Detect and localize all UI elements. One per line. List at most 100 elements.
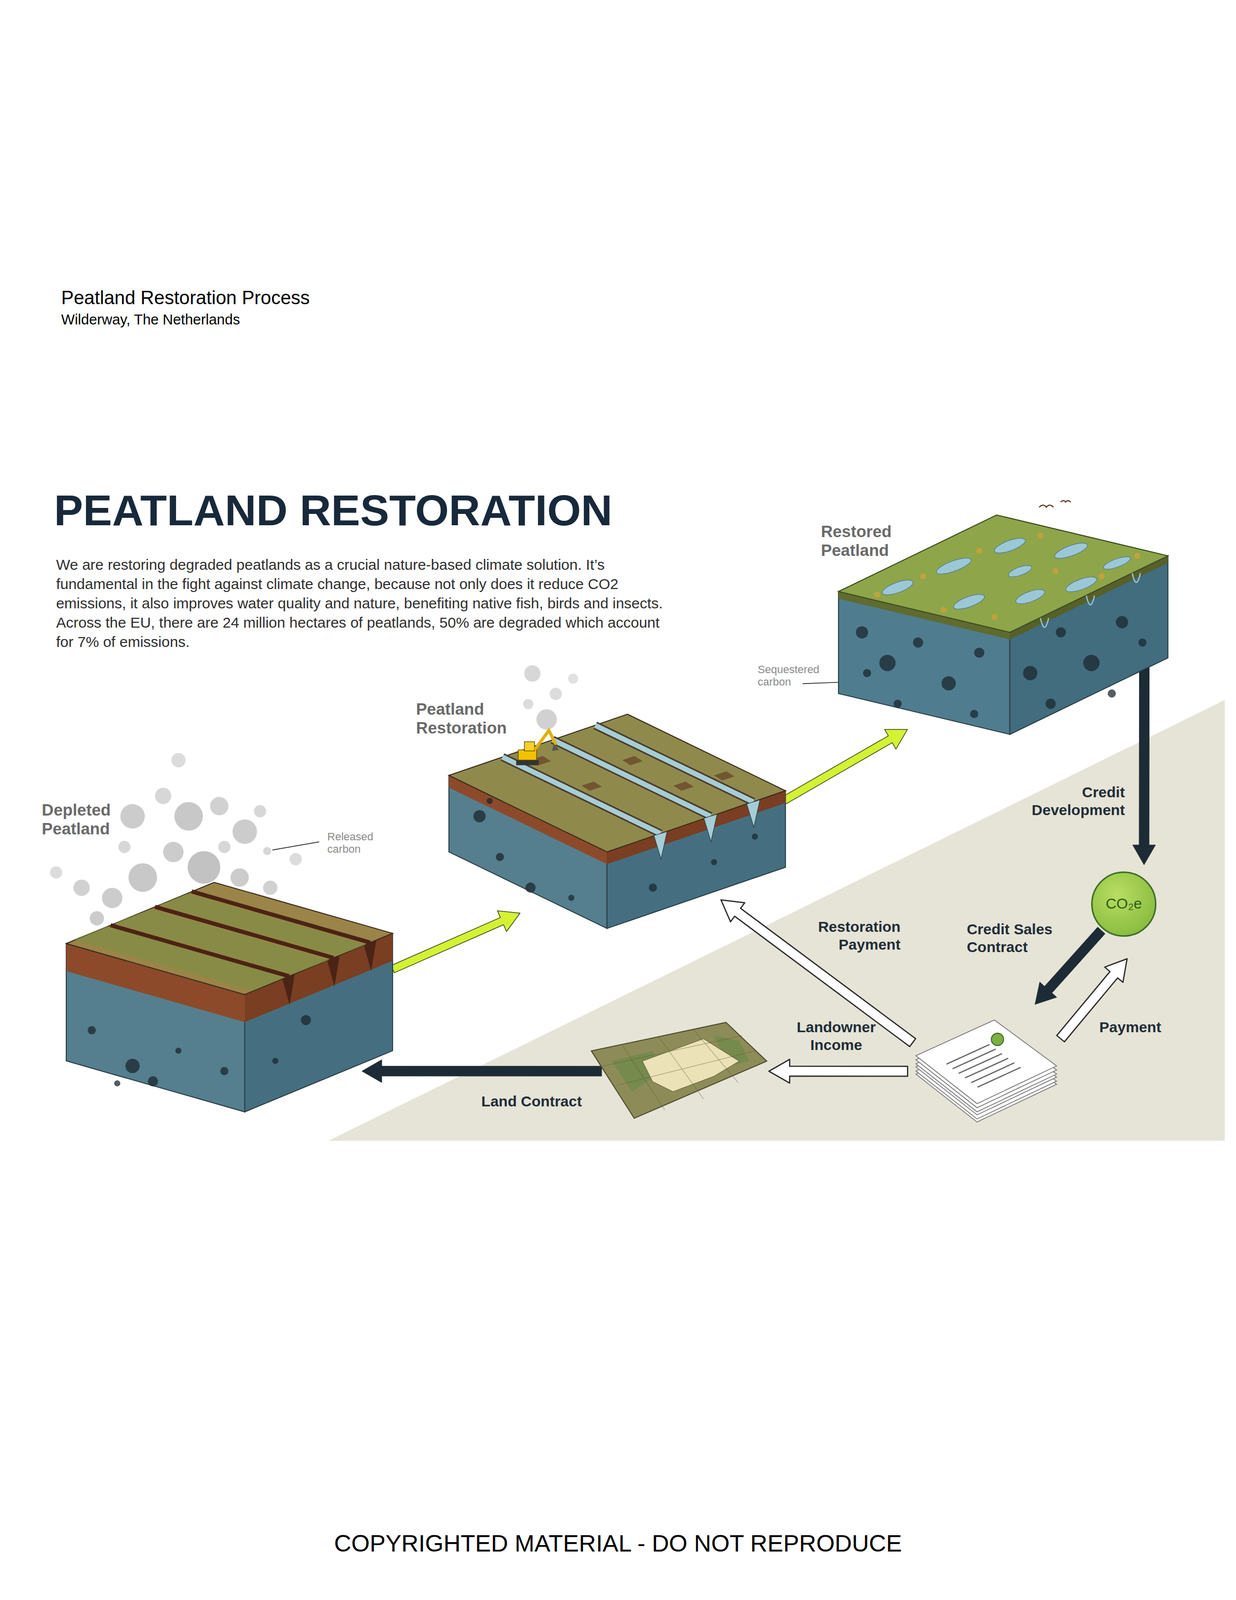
peat-block-part-part (1083, 654, 1100, 671)
peat-block-part-part (621, 755, 643, 765)
peat-block-part-part (486, 797, 493, 804)
flow-arrow (768, 1059, 908, 1083)
peat-block-part-part (970, 709, 979, 719)
page-header: Peatland Restoration Process (61, 286, 310, 310)
block-heading: Peatland Restoration (416, 699, 519, 738)
released-carbon-cloud-part (218, 840, 231, 853)
released-carbon-cloud-part (230, 868, 249, 887)
peat-block-part-part (648, 882, 658, 892)
peat-block-part-part (874, 591, 881, 598)
peat-block-part-part (879, 654, 896, 671)
restoration-carbon-cloud-part (549, 687, 563, 701)
peat-block-part-part (920, 573, 927, 579)
edge-label: Restoration Payment (803, 917, 901, 954)
peat-block-part-part (1052, 539, 1089, 562)
released-carbon-cloud-part (101, 887, 123, 908)
excavator (516, 730, 560, 765)
peat-block-part-part (880, 576, 915, 598)
peat-block-part-part (87, 1025, 96, 1035)
peat-block-part-part (1014, 586, 1047, 607)
peat-block-part-part (1098, 573, 1105, 579)
released-carbon-cloud-part (120, 803, 145, 829)
contract-stack-part-part (915, 1019, 1057, 1104)
peatland-block: Depleted Peatland (66, 882, 393, 1112)
released-carbon-cloud-part (155, 787, 172, 804)
peat-block-part-part (1063, 573, 1099, 595)
restoration-carbon-cloud-part (536, 708, 557, 730)
peat-block-part-part (1037, 532, 1044, 539)
peat-block-part-part (710, 858, 717, 865)
peatland-block: Restored Peatland (838, 509, 1168, 735)
peat-block-part-part (1052, 568, 1059, 574)
edge-label: Land Contract (481, 1092, 582, 1110)
restoration-carbon-cloud (523, 664, 578, 730)
peat-block-part-part (301, 1014, 312, 1025)
land-map-part (591, 1021, 767, 1118)
edge-label: Landowner Income (790, 1017, 883, 1054)
restoration-carbon-cloud-part (568, 673, 579, 684)
peat-block-part-part (1134, 552, 1141, 559)
carbon-credit-coin: CO₂e (1091, 871, 1157, 937)
excavator-part (534, 730, 556, 750)
released-carbon-cloud-part (163, 841, 184, 862)
ground-band (328, 699, 1225, 1141)
peat-block-part-part (992, 535, 1027, 557)
released-carbon-cloud-part (210, 796, 229, 815)
peat-block-part-part (912, 637, 924, 648)
released-carbon-cloud-part (128, 862, 158, 892)
released-carbon-cloud-part (254, 804, 267, 818)
released-carbon-cloud-part (263, 846, 272, 855)
peat-block-part-part (1102, 554, 1132, 572)
excavator-part (524, 741, 535, 751)
peat-block-part-part (975, 547, 982, 554)
peat-block-part-part (495, 852, 504, 861)
peat-block-part-part (973, 647, 985, 659)
peat-block-part-part (1107, 689, 1116, 698)
callout-label: Sequestered carbon (757, 662, 826, 689)
peat-block-part-part (525, 882, 536, 893)
peat-block-part (653, 799, 760, 859)
peat-block-part-part (1022, 665, 1038, 681)
page-subheader: Wilderway, The Netherlands (61, 310, 241, 329)
bird (1060, 500, 1071, 502)
contract-stack-part (946, 1044, 1021, 1087)
excavator-part (551, 743, 559, 751)
contract-stack-part (991, 1033, 1004, 1046)
peat-block (66, 882, 393, 1112)
peat-block-part-part (751, 833, 758, 839)
edge-label: Payment (1099, 1017, 1162, 1036)
peat-block-part-part (568, 894, 574, 901)
restoration-carbon-cloud-part (523, 698, 534, 709)
land-map (589, 1019, 769, 1120)
peat-block-part (855, 616, 1147, 718)
peat-block-part-part (934, 554, 973, 577)
coin-text: CO₂e (1105, 894, 1142, 913)
peat-block-part (874, 532, 1141, 620)
excavator-part (516, 759, 539, 765)
peat-block-part-part (1045, 698, 1056, 709)
peat-block-part-part (1115, 616, 1129, 629)
peat-block-part-part (220, 1066, 229, 1076)
peat-block-part-part (940, 606, 947, 613)
peat-block-part-part (672, 781, 694, 791)
peat-block-part-part (581, 781, 602, 791)
peat-block-part-part (991, 614, 998, 620)
peat-block (448, 713, 786, 928)
peat-block-part-part (272, 1057, 279, 1064)
released-carbon-cloud-part (289, 852, 303, 866)
edge-label: Credit Sales Contract (966, 920, 1069, 956)
peat-block-part-part (941, 676, 956, 691)
peat-block-part-part (1007, 563, 1033, 579)
released-carbon-cloud-part (73, 879, 90, 896)
peat-block-part-part (862, 668, 872, 678)
peat-block-part (66, 882, 393, 995)
contract-stack-part (915, 1019, 1057, 1122)
peat-block-part-part (1138, 638, 1147, 647)
released-carbon-cloud-part (49, 866, 63, 879)
bird (1039, 504, 1054, 507)
peat-block-part-part (175, 1047, 182, 1054)
released-carbon-cloud-part (232, 819, 258, 844)
land-map (589, 1019, 769, 1120)
block-heading: Restored Peatland (820, 522, 913, 560)
edge-label: Credit Development (1017, 783, 1126, 819)
